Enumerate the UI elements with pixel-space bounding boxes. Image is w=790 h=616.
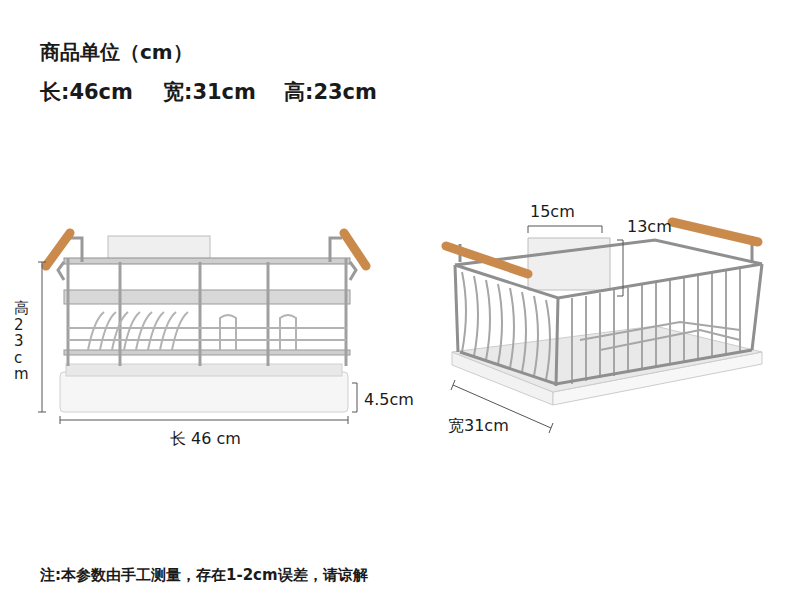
- spec-length: 长:46cm: [40, 80, 133, 105]
- dimension-holder-width: 15cm: [530, 202, 575, 221]
- spec-height: 高:23cm: [284, 80, 377, 105]
- dimension-length: 长 46 cm: [170, 429, 241, 448]
- dish-rack-front: [46, 233, 366, 412]
- dimension-lines: [451, 226, 623, 433]
- dimension-holder-height: 13cm: [627, 217, 672, 236]
- dish-rack-perspective: [446, 222, 762, 405]
- dimension-width: 宽31cm: [446, 416, 511, 435]
- dimension-tray: 4.5cm: [364, 390, 414, 409]
- note: 注:本参数由手工测量，存在1-2cm误差，请谅解: [40, 566, 368, 584]
- spec-width: 宽:31cm: [163, 80, 256, 105]
- dimension-height: 高23cm: [14, 300, 29, 383]
- heading: 商品单位（cm）: [40, 40, 193, 64]
- dimension-lines: [38, 262, 357, 424]
